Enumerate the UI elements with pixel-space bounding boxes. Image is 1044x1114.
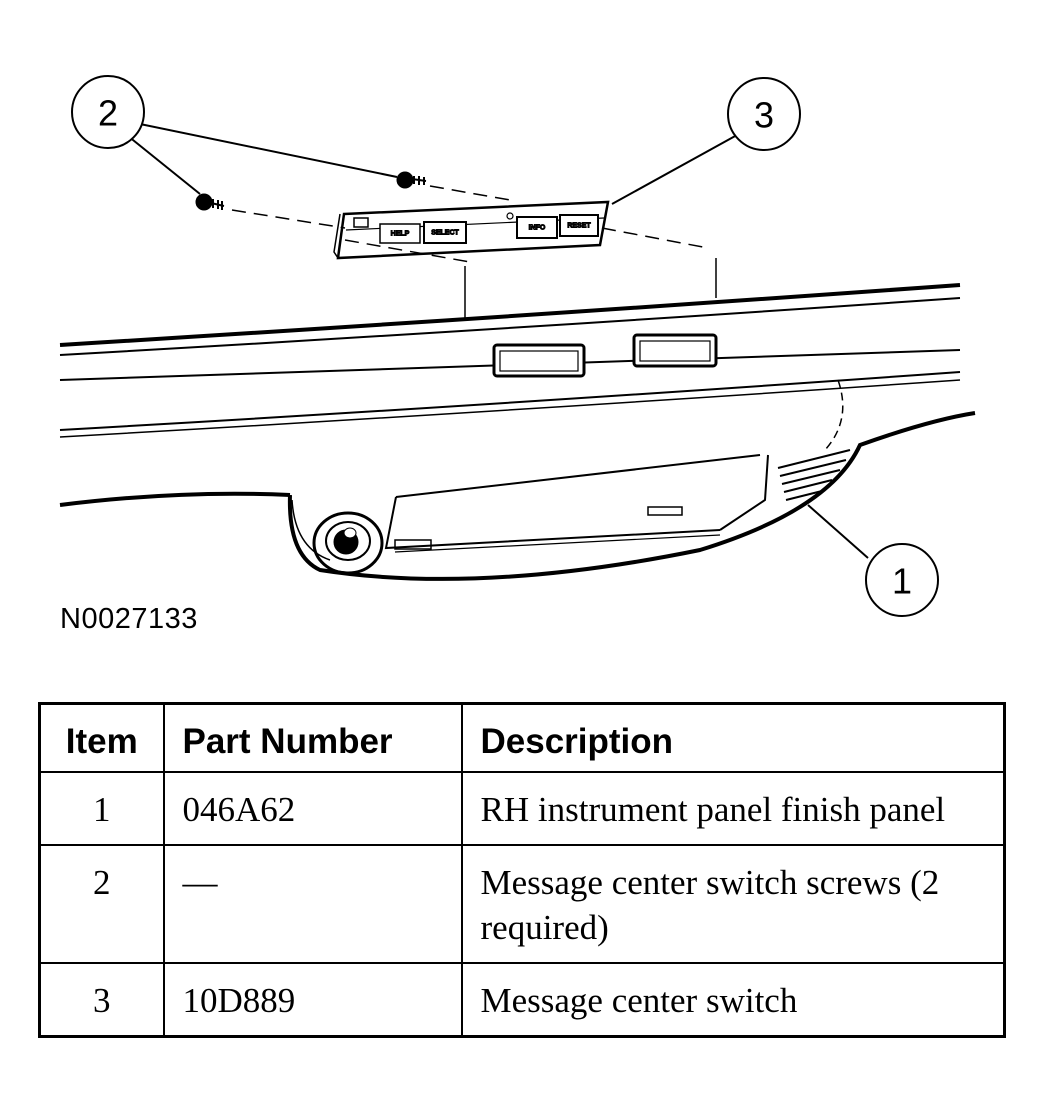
alignment-guide-lines <box>231 185 717 318</box>
row-item: 1 <box>38 771 165 846</box>
table-header-row: Item Part Number Description <box>38 702 1006 773</box>
row-part-number: 10D889 <box>162 962 463 1038</box>
instrument-panel-finish-panel <box>59 283 976 581</box>
parts-table: Item Part Number Description 1 046A62 RH… <box>38 702 1006 1038</box>
table-row: 2 — Message center switch screws (2 requ… <box>38 844 1006 964</box>
screw-upper <box>396 171 427 189</box>
callout-2: 2 <box>71 75 145 149</box>
row-item: 3 <box>38 962 165 1038</box>
row-part-number: — <box>162 844 463 964</box>
switch-button-help-label: HELP <box>391 231 410 238</box>
row-description: RH instrument panel finish panel <box>460 771 1006 846</box>
callout-3: 3 <box>727 77 801 151</box>
message-center-switch-screws <box>195 171 427 211</box>
exploded-view-illustration: HELP SELECT INFO RESET 2 <box>59 75 976 617</box>
callout-2-label: 2 <box>98 93 118 134</box>
screw-lower <box>195 193 225 211</box>
header-description: Description <box>460 702 1006 773</box>
message-center-switch: HELP SELECT INFO RESET <box>333 200 610 260</box>
switch-button-select-label: SELECT <box>431 230 459 237</box>
row-item: 2 <box>38 844 165 964</box>
row-description: Message center switch screws (2 required… <box>460 844 1006 964</box>
header-item: Item <box>38 702 165 773</box>
table-row: 3 10D889 Message center switch <box>38 962 1006 1038</box>
callout-1-label: 1 <box>892 561 912 602</box>
switch-button-info-label: INFO <box>529 225 546 232</box>
header-part-number: Part Number <box>162 702 463 773</box>
row-description: Message center switch <box>460 962 1006 1038</box>
figure-id: N0027133 <box>60 603 198 635</box>
callout-1: 1 <box>865 543 939 617</box>
switch-button-reset-label: RESET <box>567 223 591 230</box>
callout-leader-lines <box>127 123 869 559</box>
row-part-number: 046A62 <box>162 771 463 846</box>
callout-3-label: 3 <box>754 95 774 136</box>
table-row: 1 046A62 RH instrument panel finish pane… <box>38 771 1006 846</box>
